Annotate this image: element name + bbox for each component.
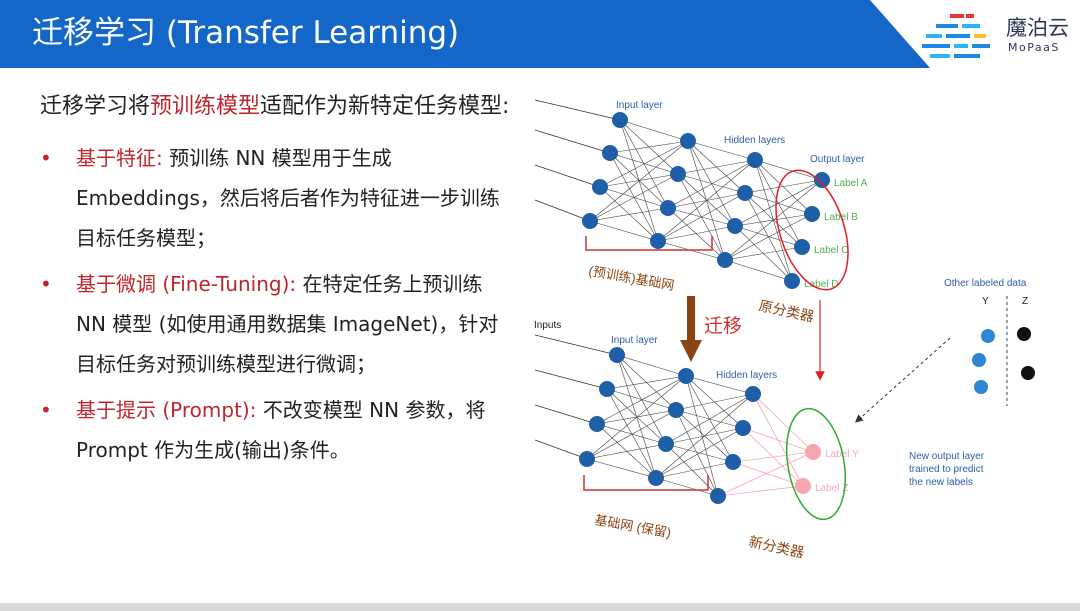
label-z: Label Z: [815, 483, 848, 494]
top-nodes: [582, 112, 830, 289]
logo-cn-text: 魔泊云: [1006, 16, 1069, 40]
new-classifier-ellipse: [786, 407, 846, 521]
bullet-list: • 基于特征: 预训练 NN 模型用于生成 Embeddings，然后将后者作为特…: [40, 138, 510, 470]
top-bracket: [585, 236, 713, 251]
data-point-z: [1021, 366, 1035, 380]
pretrained-base-label: (预训练)基础网: [587, 263, 675, 293]
top-hidden-layers-label: Hidden layers: [724, 135, 785, 146]
top-input-layer-label: Input layer: [616, 100, 663, 111]
header-bar: 迁移学习 (Transfer Learning) 魔泊云 MoPaaS: [0, 0, 1080, 68]
top-output-layer-label: Output layer: [810, 154, 865, 165]
bottom-input-layer-label: Input layer: [611, 335, 658, 346]
col-y-label: Y: [982, 296, 989, 307]
bullet-dot: •: [40, 398, 52, 422]
top-weights-3: [724, 159, 823, 282]
bottom-nodes: [579, 347, 761, 504]
bullet-text: 在特定任务上预训练 NN 模型 (如使用通用数据集 ImageNet)，针对目标…: [76, 272, 499, 376]
top-weights-1: [589, 119, 689, 242]
intro-paragraph: 迁移学习将预训练模型适配作为新特定任务模型:: [40, 86, 510, 128]
bullet-text: 不改变模型 NN 参数，将 Prompt 作为生成(输出)条件。: [76, 398, 486, 462]
intro-prefix: 迁移学习将: [40, 94, 151, 119]
top-weights-2: [657, 140, 756, 261]
data-point-z: [1017, 327, 1031, 341]
bottom-weights-1: [586, 354, 687, 479]
other-labeled-data-title: Other labeled data: [944, 278, 1027, 289]
intro-highlight: 预训练模型: [150, 94, 261, 119]
bullet-feature: • 基于特征: 预训练 NN 模型用于生成 Embeddings，然后将后者作为特…: [40, 138, 510, 258]
inputs-label: Inputs: [534, 320, 561, 331]
data-to-classifier-arrow: [855, 337, 951, 423]
bottom-input-lines: [534, 334, 618, 460]
bullet-heading: 基于特征:: [76, 146, 163, 170]
data-point-y: [981, 329, 995, 343]
data-point-y: [974, 380, 988, 394]
new-output-note: New output layer trained to predict the …: [909, 451, 985, 488]
bottom-bar: [0, 603, 1080, 611]
logo-en-text: MoPaaS: [1008, 41, 1060, 54]
original-classifier-ellipse: [775, 169, 849, 291]
note-line-2: trained to predict: [909, 464, 984, 475]
intro-suffix: 适配作为新特定任务模型:: [260, 94, 510, 119]
note-line-3: the new labels: [909, 477, 973, 488]
original-classifier-label: 原分类器: [757, 297, 815, 324]
label-d: Label D: [804, 279, 838, 290]
bullet-dot: •: [40, 272, 52, 296]
top-network: Input layer Hidden layers Output layer L…: [534, 99, 868, 325]
header-band: [0, 0, 930, 68]
bottom-network: Inputs: [534, 320, 859, 561]
mopaas-logo: 魔泊云 MoPaaS: [920, 10, 1070, 62]
label-a: Label A: [834, 178, 868, 189]
content-text: 迁移学习将预训练模型适配作为新特定任务模型: • 基于特征: 预训练 NN 模型用…: [40, 86, 510, 476]
transfer-arrow: 迁移: [680, 296, 742, 362]
bullet-dot: •: [40, 146, 52, 170]
bullet-prompt: • 基于提示 (Prompt): 不改变模型 NN 参数，将 Prompt 作为生…: [40, 390, 510, 470]
new-classifier-label: 新分类器: [747, 533, 805, 560]
bottom-hidden-layers-label: Hidden layers: [716, 370, 777, 381]
base-retained-label: 基础网 (保留): [593, 512, 672, 540]
bottom-bracket: [583, 475, 709, 491]
bullet-text: 预训练 NN 模型用于生成 Embeddings，然后将后者作为特征进一步训练目…: [76, 146, 500, 250]
page-title: 迁移学习 (Transfer Learning): [32, 15, 460, 51]
bottom-new-output-nodes: [795, 444, 821, 494]
bullet-finetune: • 基于微调 (Fine-Tuning): 在特定任务上预训练 NN 模型 (如使…: [40, 264, 510, 384]
logo-mark-icon: [922, 14, 990, 58]
bottom-weights-2: [655, 375, 754, 497]
bullet-heading: 基于微调 (Fine-Tuning):: [76, 272, 297, 296]
label-c: Label C: [814, 245, 848, 256]
top-input-lines: [534, 99, 621, 222]
data-point-y: [972, 353, 986, 367]
col-z-label: Z: [1022, 296, 1028, 307]
note-line-1: New output layer: [909, 451, 985, 462]
transfer-learning-diagram: Input layer Hidden layers Output layer L…: [534, 99, 1035, 561]
other-labeled-data: Other labeled data Y Z: [855, 278, 1035, 423]
transfer-label: 迁移: [704, 315, 742, 337]
bullet-heading: 基于提示 (Prompt):: [76, 398, 257, 422]
